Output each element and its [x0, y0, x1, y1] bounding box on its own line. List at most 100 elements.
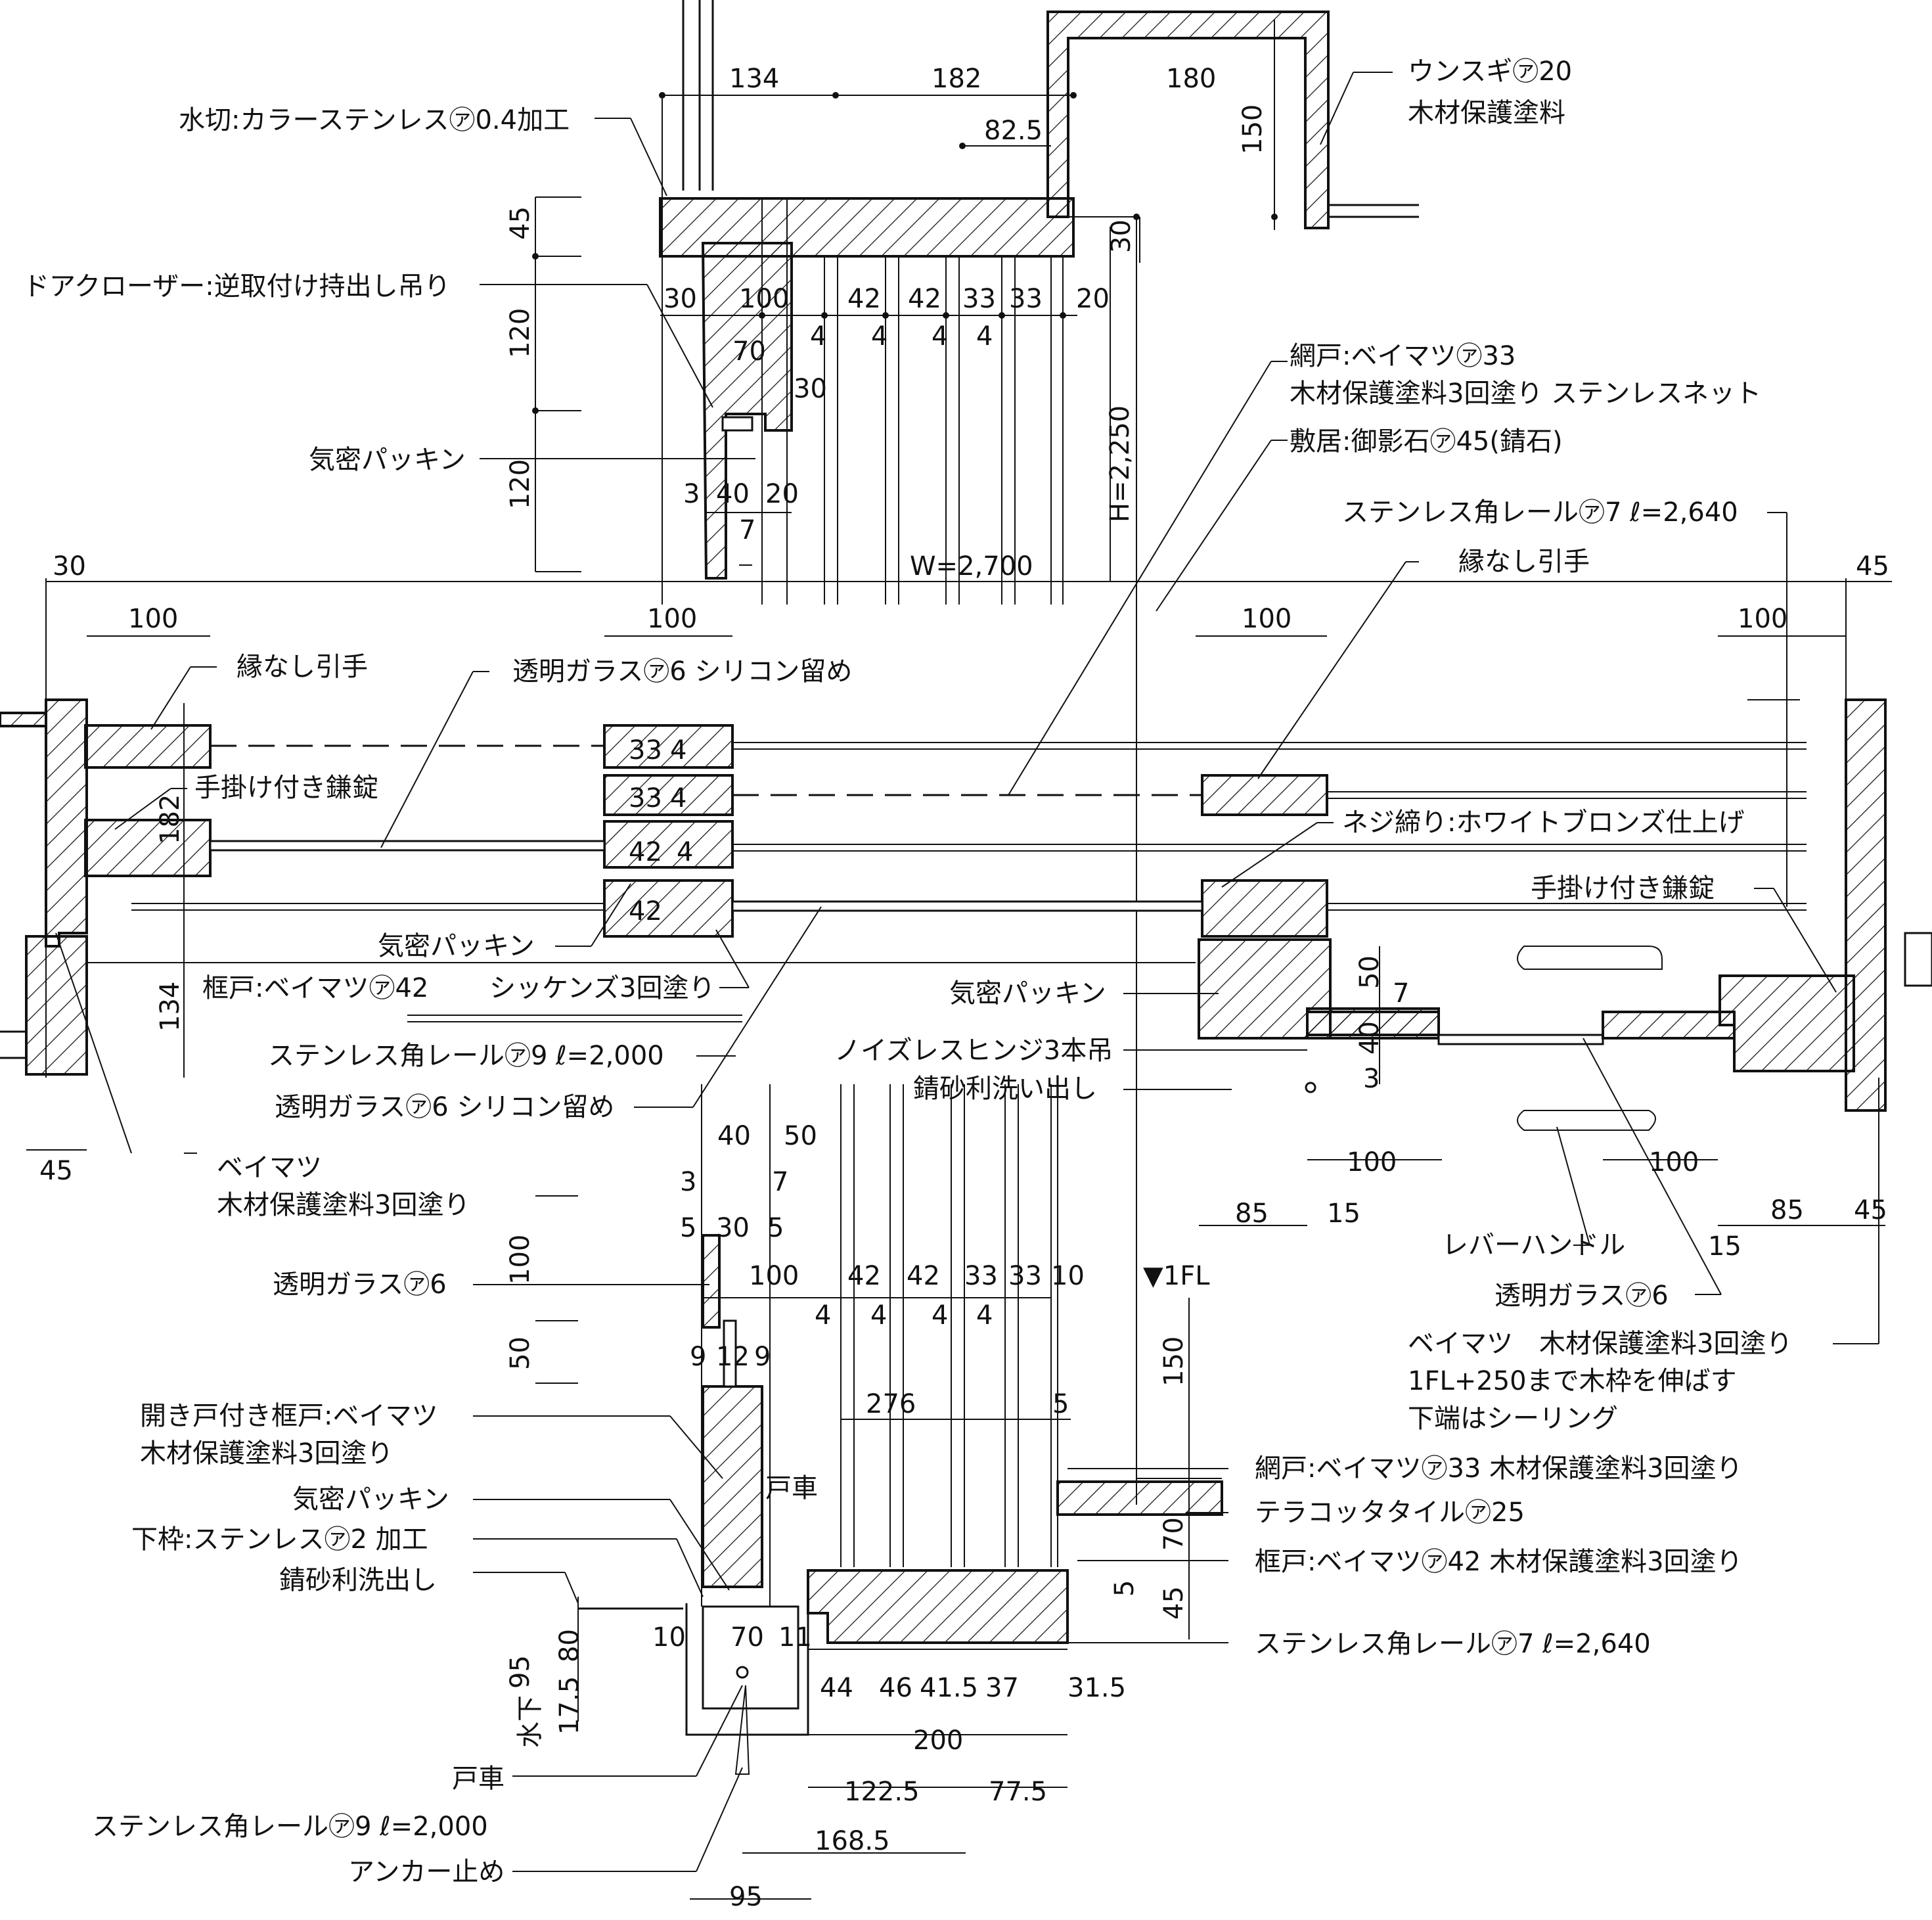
label-amido-top: 網戸:ベイマツ㋐33: [1290, 341, 1516, 371]
label-sabi-jari-bottom: 錆砂利洗出し: [279, 1565, 437, 1595]
dim: 80: [554, 1629, 585, 1662]
dim: 100: [1649, 1147, 1699, 1177]
label-kimitsu-mid: 気密パッキン: [378, 931, 535, 961]
dim: 276: [866, 1389, 916, 1419]
dim: 20: [765, 479, 799, 509]
label-fl: ▼1FL: [1143, 1261, 1210, 1291]
label-kimitsu-mid-right: 気密パッキン: [949, 978, 1106, 1009]
dim: 134: [729, 64, 779, 94]
dim: 180: [1166, 64, 1216, 94]
dim: 5: [767, 1213, 784, 1243]
label-beimatsu-left: ベイマツ: [217, 1153, 322, 1183]
dim: 134: [155, 982, 185, 1032]
label-beimatsu-right-3: 下端はシーリング: [1408, 1404, 1618, 1434]
label-shikii: 敷居:御影石㋐45(錆石): [1290, 426, 1563, 457]
dim: 33: [964, 1261, 998, 1291]
dim: 40: [717, 1121, 751, 1151]
labels: 水切:カラーステンレス㋐0.4加工 ドアクローザー:逆取付け持出し吊り 気密パッ…: [23, 57, 1792, 1887]
dim: 150: [1238, 104, 1268, 154]
dim: 200: [913, 1726, 963, 1756]
label-shikkenzu: シッケンズ3回塗り: [489, 973, 715, 1003]
label-mizushita: 水下: [515, 1695, 545, 1748]
dim: 45: [1854, 1195, 1887, 1225]
dim: 46: [879, 1673, 912, 1703]
label-tosha-mid: 戸車: [765, 1473, 818, 1503]
label-tegake-left: 手掛け付き鎌錠: [194, 773, 378, 803]
dim: 70: [730, 1622, 764, 1653]
dim: 4: [815, 1300, 831, 1331]
dim: 5: [1110, 1580, 1140, 1597]
dim: 30: [794, 374, 827, 404]
dim: 3: [680, 1167, 696, 1197]
right-frame: [1719, 974, 1855, 1072]
label-noiseless: ノイズレスヒンジ3本吊: [834, 1036, 1113, 1066]
dim: 5: [1052, 1389, 1069, 1419]
leaf-4-right: [1201, 879, 1328, 938]
label-fuchinashi-right: 縁なし引手: [1458, 547, 1590, 577]
label-sabi-jari-mid: 錆砂利洗い出し: [913, 1074, 1097, 1104]
dim: 9: [754, 1342, 771, 1372]
dim: 33: [1008, 1261, 1042, 1291]
dim: 95: [505, 1655, 535, 1689]
dim: 10: [1051, 1261, 1085, 1291]
dim: 12: [716, 1342, 750, 1372]
dim: 42: [629, 837, 662, 867]
label-shitawaku: 下枠:ステンレス㋐2 加工: [131, 1524, 428, 1555]
leaf-3-right: [603, 820, 734, 869]
dim: 40: [716, 479, 750, 509]
dim: 33: [629, 783, 662, 813]
leaf-3-left: [84, 819, 212, 877]
unsugi-frame: [1046, 11, 1330, 229]
dimensions: 134 182 180 82.5 150 45 120 120 30 30 10…: [39, 64, 1889, 1912]
dim: 45: [1856, 551, 1889, 582]
dim: 30: [1106, 219, 1136, 253]
dim: 122.5: [844, 1777, 920, 1807]
dim: 150: [1159, 1337, 1189, 1386]
label-rail-9-mid: ステンレス角レール㋐9 ℓ=2,000: [268, 1041, 664, 1071]
dim: 100: [749, 1261, 799, 1291]
dim: 100: [1242, 604, 1292, 634]
dim: 30: [53, 551, 86, 582]
label-glass-silicone-mid: 透明ガラス㋐6 シリコン留め: [275, 1092, 614, 1122]
label-glass-right: 透明ガラス㋐6: [1494, 1281, 1669, 1311]
dim: 4: [932, 1300, 948, 1331]
dim: 100: [505, 1235, 535, 1285]
dim: 50: [784, 1121, 817, 1151]
label-hiraki-kamachido-2: 木材保護塗料3回塗り: [140, 1438, 393, 1469]
leaf-2-left: [603, 774, 734, 816]
dim: 3: [1363, 1064, 1380, 1094]
swing-door-leaf-b: [1602, 1011, 1736, 1040]
label-amido-top-2: 木材保護塗料3回塗り ステンレスネット: [1290, 378, 1761, 409]
label-rail-7-top: ステンレス角レール㋐7 ℓ=2,640: [1342, 497, 1738, 528]
dim: 95: [729, 1882, 763, 1912]
dim: 4: [810, 321, 826, 352]
dim: 85: [1235, 1199, 1269, 1229]
dim: 42: [847, 1261, 881, 1291]
leaf-2-right: [1201, 774, 1328, 816]
label-amido-bottom: 網戸:ベイマツ㋐33 木材保護塗料3回塗り: [1255, 1453, 1743, 1484]
label-unsugi-paint: 木材保護塗料: [1408, 98, 1565, 128]
dim: 42: [629, 896, 662, 926]
dim: 4: [976, 321, 993, 352]
dim: 100: [739, 284, 789, 314]
dim: 41.5: [920, 1673, 978, 1703]
dim: 7: [1393, 978, 1409, 1009]
dim: 100: [1347, 1147, 1397, 1177]
terracotta: [1056, 1480, 1223, 1516]
label-fuchinashi-left: 縁なし引手: [236, 652, 368, 682]
label-rail-9-bottom: ステンレス角レール㋐9 ℓ=2,000: [92, 1812, 488, 1842]
dim: 85: [1770, 1195, 1804, 1225]
dim: 82.5: [984, 116, 1043, 146]
left-wall-frame: [45, 698, 88, 948]
dim: 100: [647, 604, 697, 634]
dim: 7: [739, 515, 755, 545]
label-mizukiri: 水切:カラーステンレス㋐0.4加工: [179, 105, 570, 135]
leaf-4-left: [603, 879, 734, 938]
dim: 15: [1327, 1199, 1360, 1229]
dim: 50: [505, 1337, 535, 1370]
dim: 42: [847, 284, 881, 314]
label-glass-bottom: 透明ガラス㋐6: [273, 1269, 447, 1300]
label-w: W=2,700: [910, 551, 1033, 582]
label-hiraki-kamachido: 開き戸付き框戸:ベイマツ: [140, 1401, 438, 1431]
